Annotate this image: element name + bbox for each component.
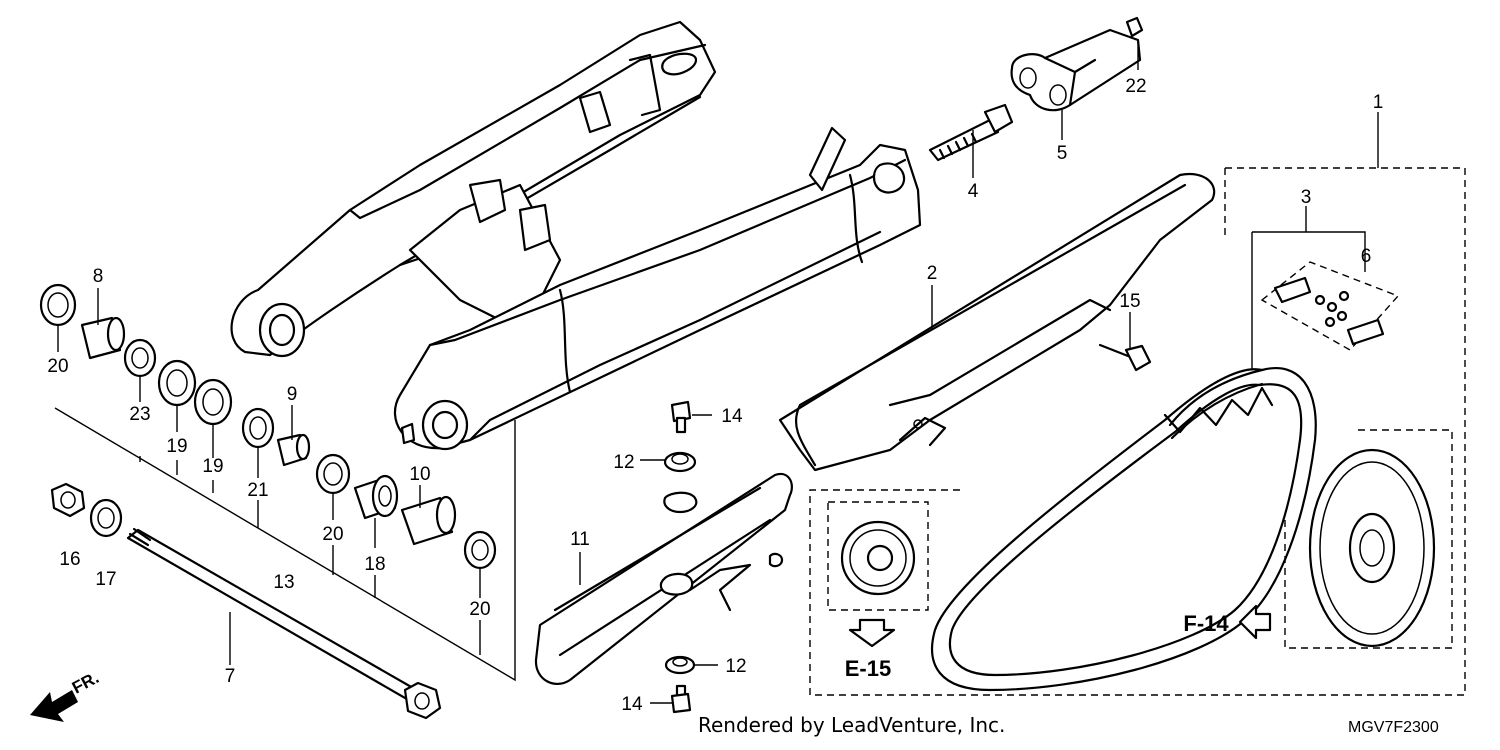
callout-9[interactable]: 9 xyxy=(287,384,298,405)
ref-e15[interactable]: E-15 xyxy=(845,656,891,681)
callout-3[interactable]: 3 xyxy=(1301,187,1312,208)
callout-23[interactable]: 23 xyxy=(129,404,150,425)
collar-9[interactable] xyxy=(276,433,311,467)
drive-sprocket[interactable] xyxy=(827,501,929,611)
callout-14-top[interactable]: 14 xyxy=(721,406,743,427)
callout-20-top[interactable]: 20 xyxy=(47,356,68,377)
bearing-19-a[interactable] xyxy=(157,359,197,407)
callout-1[interactable]: 1 xyxy=(1373,92,1384,113)
bearing-20-top[interactable] xyxy=(39,283,77,327)
chain-case-2[interactable] xyxy=(778,172,1216,472)
callout-8[interactable]: 8 xyxy=(93,266,104,287)
footer-credit: Rendered by LeadVenture, Inc. xyxy=(698,713,1005,737)
bolt-15[interactable] xyxy=(1098,343,1152,372)
adjuster-plate-5[interactable] xyxy=(1010,28,1142,112)
callout-7[interactable]: 7 xyxy=(225,666,236,687)
callout-19-b[interactable]: 19 xyxy=(202,456,223,477)
callout-12-bottom[interactable]: 12 xyxy=(725,656,746,677)
f14-arrow-icon xyxy=(1238,604,1272,640)
callout-2[interactable]: 2 xyxy=(927,263,938,284)
adjusting-bolt-4[interactable] xyxy=(928,103,1014,162)
callout-4[interactable]: 4 xyxy=(968,181,979,202)
collar-8[interactable] xyxy=(80,316,126,360)
callout-6[interactable]: 6 xyxy=(1361,246,1372,267)
nut-22[interactable] xyxy=(1125,16,1144,38)
callout-21[interactable]: 21 xyxy=(247,480,268,501)
callout-20-mid[interactable]: 20 xyxy=(322,524,343,545)
callout-14-bottom[interactable]: 14 xyxy=(621,694,643,715)
collar-10[interactable] xyxy=(400,495,457,546)
front-arrow-icon xyxy=(30,690,78,722)
callout-16[interactable]: 16 xyxy=(59,549,80,570)
drive-chain-3[interactable] xyxy=(930,367,1317,692)
collar-12-top[interactable] xyxy=(663,451,697,473)
bearing-20-bottom[interactable] xyxy=(463,530,497,570)
bearing-19-b[interactable] xyxy=(193,378,233,426)
seal-21[interactable] xyxy=(241,407,275,449)
callout-12-top[interactable]: 12 xyxy=(613,452,634,473)
master-link-6[interactable] xyxy=(1260,261,1400,351)
callout-17[interactable]: 17 xyxy=(95,569,116,590)
nut-16[interactable] xyxy=(50,482,86,518)
bolt-14-bottom[interactable] xyxy=(670,684,692,714)
diagram-code: MGV7F2300 xyxy=(1348,719,1439,736)
front-label: FR. xyxy=(69,668,102,698)
callout-20-bottom[interactable]: 20 xyxy=(469,599,490,620)
callout-22[interactable]: 22 xyxy=(1125,76,1146,97)
callout-19-a[interactable]: 19 xyxy=(166,436,187,457)
bearing-20-mid[interactable] xyxy=(315,453,351,495)
callout-11[interactable]: 11 xyxy=(570,529,590,550)
swingarm[interactable] xyxy=(230,20,922,451)
callout-10[interactable]: 10 xyxy=(409,464,430,485)
driven-sprocket[interactable] xyxy=(1284,429,1453,649)
bearing-18[interactable] xyxy=(353,474,399,520)
callout-15[interactable]: 15 xyxy=(1119,291,1140,312)
callout-18[interactable]: 18 xyxy=(364,554,385,575)
pivot-bolt-7[interactable] xyxy=(126,527,442,720)
bolt-14-top[interactable] xyxy=(670,400,692,434)
washer-17[interactable] xyxy=(89,498,123,538)
ref-f14[interactable]: F-14 xyxy=(1183,611,1229,636)
chain-slider-11[interactable] xyxy=(534,472,793,686)
seal-23[interactable] xyxy=(123,338,157,378)
collar-12-bottom[interactable] xyxy=(664,655,696,675)
callout-5[interactable]: 5 xyxy=(1057,143,1068,164)
callout-13[interactable]: 13 xyxy=(273,572,294,593)
e15-arrow-icon xyxy=(848,618,896,648)
